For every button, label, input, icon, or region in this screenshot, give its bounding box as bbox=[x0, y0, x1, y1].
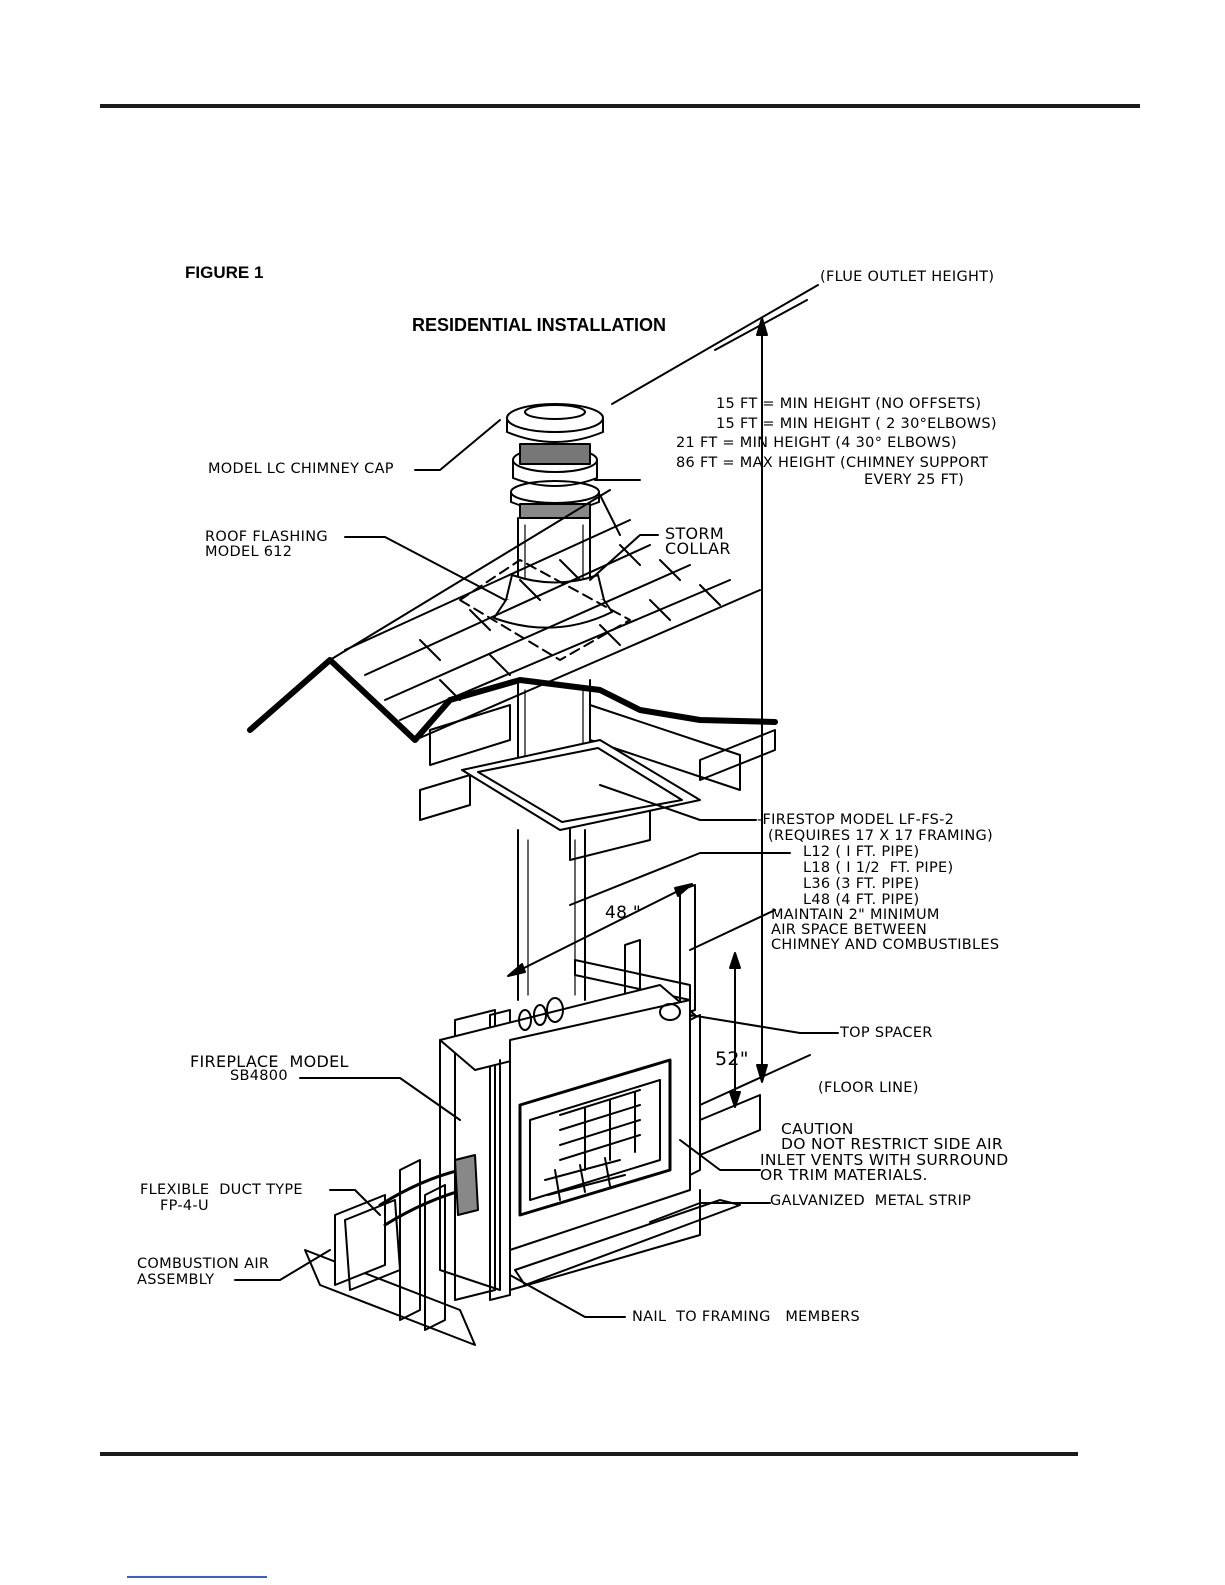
roof-flashing-label-1: ROOF FLASHING bbox=[205, 529, 328, 545]
height-line-5: EVERY 25 FT) bbox=[864, 472, 965, 488]
flexible-duct-label-2: FP-4-U bbox=[160, 1198, 209, 1214]
combustion-air-label-1: COMBUSTION AIR bbox=[137, 1256, 270, 1272]
height-line-3: 21 FT = MIN HEIGHT (4 30° ELBOWS) bbox=[676, 435, 957, 451]
galvanized-strip-label: GALVANIZED METAL STRIP bbox=[770, 1193, 972, 1209]
header-rule bbox=[100, 104, 1140, 108]
roof-drawing bbox=[247, 479, 778, 743]
firestop-line-1: -FIRESTOP MODEL LF-FS-2 bbox=[757, 812, 955, 828]
combustion-leader bbox=[234, 1249, 331, 1281]
footer-rule bbox=[100, 1452, 1078, 1456]
combustion-air-label-2: ASSEMBLY bbox=[137, 1272, 215, 1288]
chimney-cap-leader bbox=[414, 419, 501, 471]
dim-48-label: 48 " bbox=[605, 903, 642, 923]
duct-leader bbox=[329, 1189, 381, 1216]
height-line-1: 15 FT = MIN HEIGHT (NO OFFSETS) bbox=[716, 396, 982, 412]
galvanized-leader bbox=[649, 1202, 771, 1223]
storm-collar-leader bbox=[589, 534, 659, 581]
firestop-line-8: AIR SPACE BETWEEN bbox=[771, 922, 928, 938]
firestop-line-3: L12 ( I FT. PIPE) bbox=[803, 844, 920, 860]
caution-line-1: CAUTION bbox=[781, 1120, 854, 1138]
roof-flashing-label-2: MODEL 612 bbox=[205, 544, 293, 560]
floor-line-label: (FLOOR LINE) bbox=[818, 1080, 919, 1096]
nail-framing-label: NAIL TO FRAMING MEMBERS bbox=[632, 1309, 861, 1325]
pipe-leader bbox=[569, 852, 791, 906]
figure-label: FIGURE 1 bbox=[185, 263, 264, 282]
firestop-line-9: CHIMNEY AND COMBUSTIBLES bbox=[771, 937, 1000, 953]
chimney-cap-drawing bbox=[506, 403, 604, 519]
firestop-line-2: (REQUIRES 17 X 17 FRAMING) bbox=[768, 828, 993, 844]
chimney-cap-label: MODEL LC CHIMNEY CAP bbox=[208, 461, 394, 477]
fireplace-drawing bbox=[439, 984, 741, 1291]
height-line-2: 15 FT = MIN HEIGHT ( 2 30°ELBOWS) bbox=[716, 416, 997, 432]
leader-lines bbox=[234, 419, 839, 1318]
nail-leader bbox=[509, 1274, 626, 1318]
top-spacer-leader bbox=[689, 1014, 839, 1034]
dim-52-label: 52" bbox=[715, 1048, 749, 1070]
roof-flashing-leader bbox=[344, 536, 506, 601]
fireplace-leader bbox=[299, 1077, 461, 1121]
top-spacer-label: TOP SPACER bbox=[840, 1025, 933, 1041]
fireplace-model-label-1: FIREPLACE MODEL bbox=[190, 1052, 349, 1071]
combustion-air-drawing bbox=[304, 1154, 479, 1346]
firestop-line-5: L36 (3 FT. PIPE) bbox=[803, 876, 920, 892]
firestop-leader bbox=[599, 784, 757, 821]
fireplace-model-label-2: SB4800 bbox=[230, 1068, 288, 1084]
flue-outlet-label: (FLUE OUTLET HEIGHT) bbox=[820, 269, 995, 285]
ceiling-framing-drawing bbox=[419, 704, 776, 861]
floor-line bbox=[699, 1054, 811, 1106]
firestop-line-7: MAINTAIN 2" MINIMUM bbox=[771, 907, 940, 923]
height-line-4: 86 FT = MAX HEIGHT (CHIMNEY SUPPORT bbox=[676, 455, 989, 471]
caution-line-2: DO NOT RESTRICT SIDE AIR bbox=[781, 1135, 1003, 1153]
footer-link-underline[interactable] bbox=[127, 1576, 267, 1578]
storm-collar-label-2: COLLAR bbox=[665, 539, 731, 558]
caution-line-3: INLET VENTS WITH SURROUND bbox=[760, 1151, 1009, 1169]
dim-48-line bbox=[509, 884, 691, 976]
caution-line-4: OR TRIM MATERIALS. bbox=[760, 1166, 928, 1184]
figure-title: RESIDENTIAL INSTALLATION bbox=[412, 315, 666, 335]
firestop-line-6: L48 (4 FT. PIPE) bbox=[803, 892, 920, 908]
flexible-duct-label-1: FLEXIBLE DUCT TYPE bbox=[140, 1182, 303, 1198]
firestop-line-4: L18 ( I 1/2 FT. PIPE) bbox=[803, 860, 954, 876]
caution-leader bbox=[679, 1139, 761, 1171]
storm-collar-label-1: STORM bbox=[665, 524, 724, 543]
flue-outlet-height-line bbox=[611, 284, 819, 405]
upper-chimney-pipe bbox=[517, 517, 591, 586]
